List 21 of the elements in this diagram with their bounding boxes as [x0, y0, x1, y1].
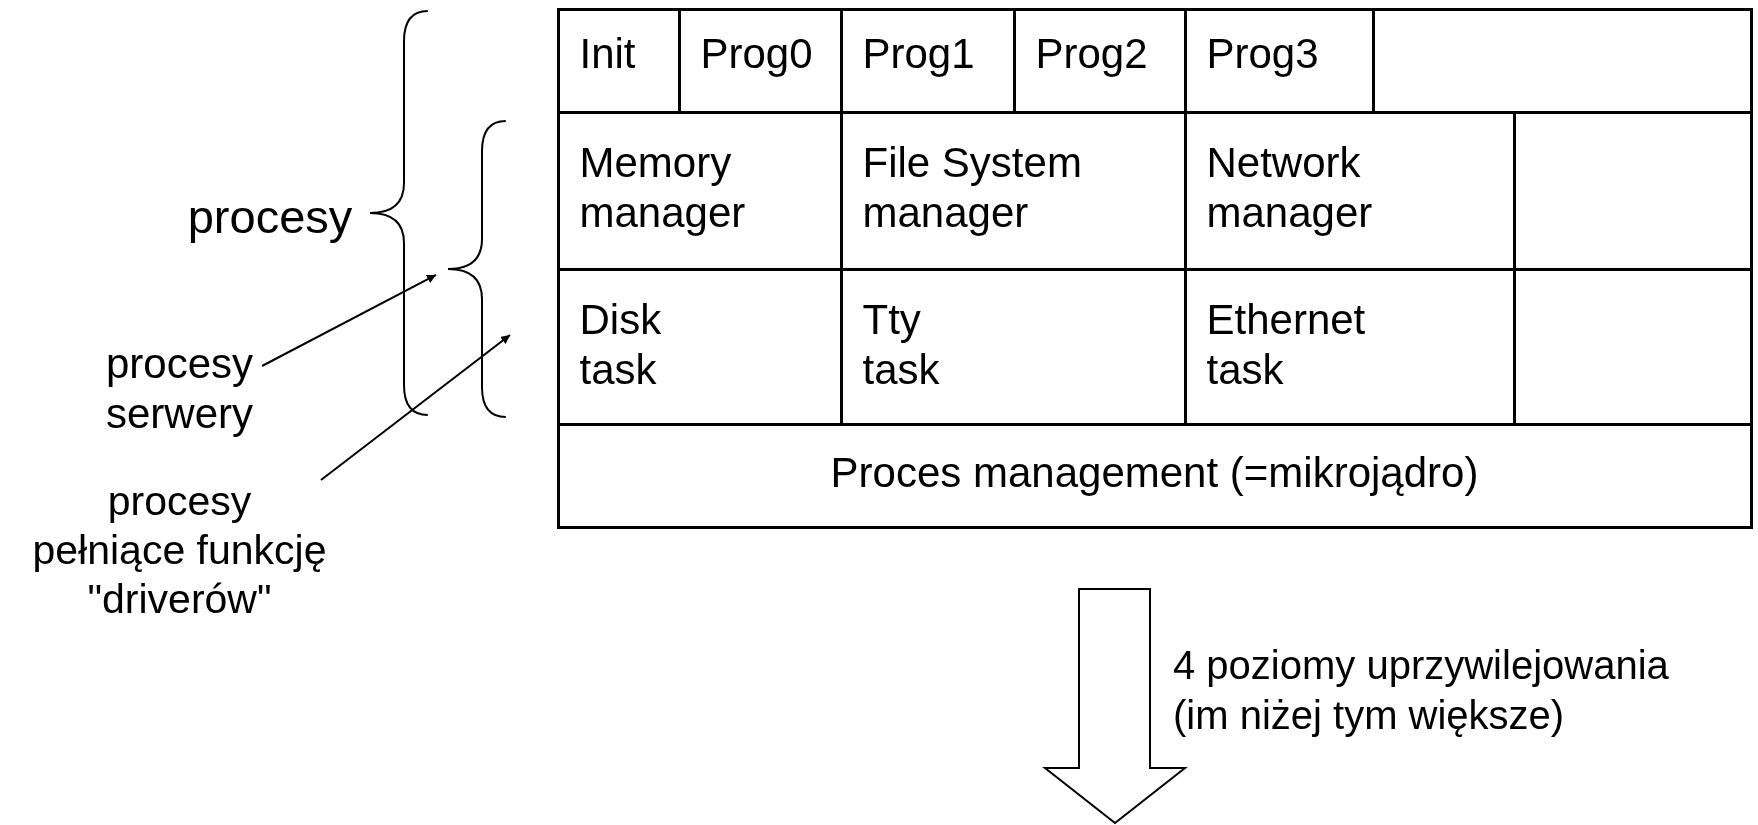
cell-text: Memory manager: [579, 137, 747, 238]
annotation-text: procesy serwery: [98, 338, 264, 444]
cell-text: Prog2: [1035, 28, 1148, 79]
note-text: 4 poziomy uprzywilejowania (im niżej tym większe): [1173, 642, 1670, 739]
leader-arrow: [261, 273, 437, 367]
cell-text: Network manager: [1206, 137, 1374, 238]
cell-text: Ethernet task: [1206, 294, 1367, 395]
curly-brace: [369, 10, 429, 416]
cell-text: Disk task: [579, 294, 663, 395]
cell-text: Init: [579, 28, 636, 79]
cell-text: File System manager: [862, 137, 1083, 238]
cell-text: Prog1: [862, 28, 975, 79]
cell-text: Tty task: [862, 294, 941, 395]
annotation-text: procesy pełniące funkcję "driverów": [28, 476, 334, 617]
leader-arrow: [320, 334, 511, 481]
cell-text: Proces management (=mikrojądro): [829, 447, 1480, 498]
curly-brace: [447, 120, 507, 418]
cell-text: Prog0: [700, 28, 813, 79]
brace-label: procesy: [186, 189, 354, 245]
table-cell: [556, 7, 681, 114]
cell-text: Prog3: [1206, 28, 1319, 79]
